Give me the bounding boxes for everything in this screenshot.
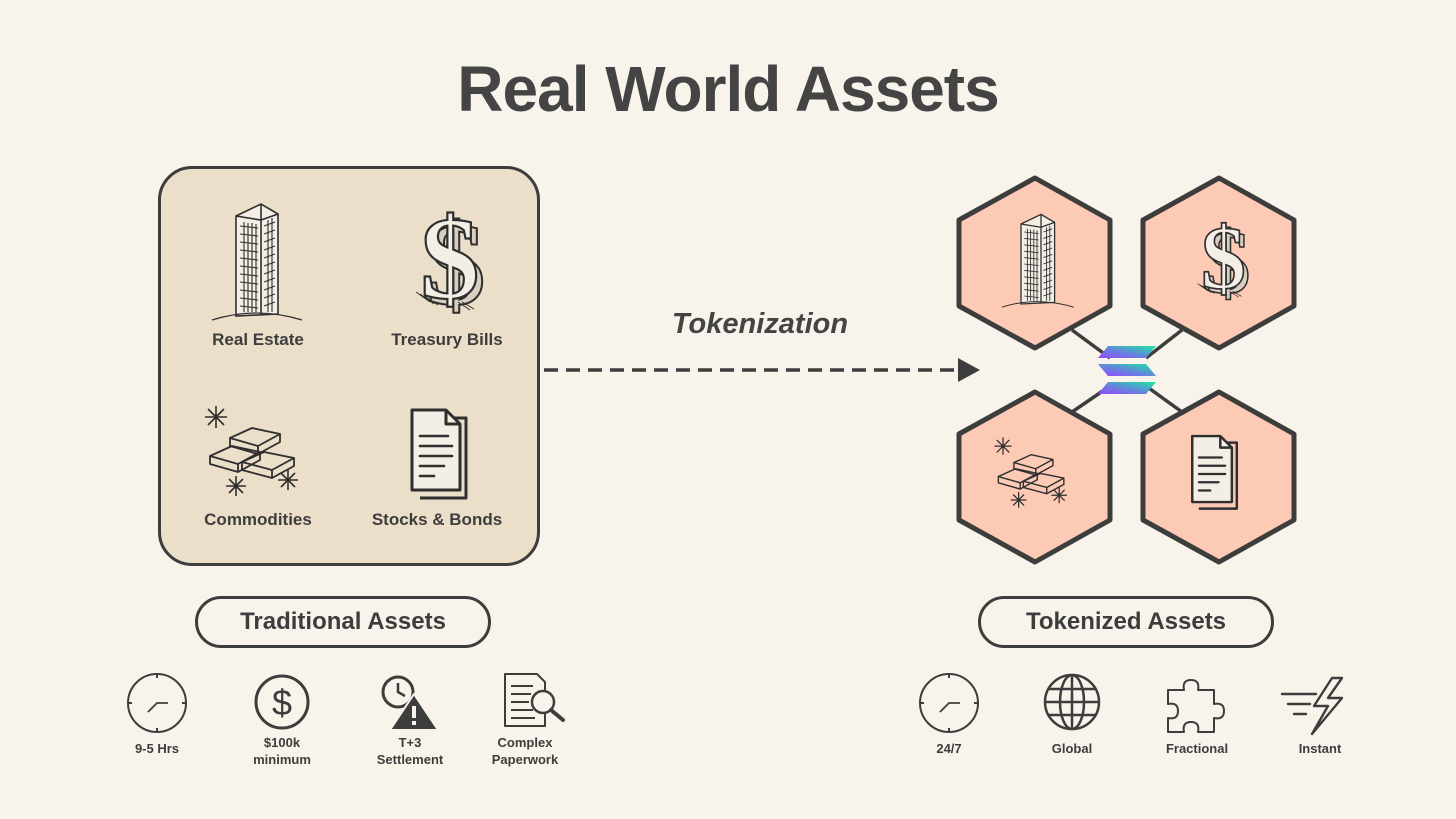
tokenized-assets-pill: Tokenized Assets xyxy=(978,596,1274,648)
gold-bars-icon xyxy=(993,436,1068,509)
hexagon-commodities xyxy=(956,389,1113,565)
dollar-circle-icon: $ xyxy=(254,674,310,730)
gold-bars-icon xyxy=(204,405,299,497)
clock-icon xyxy=(127,673,187,733)
svg-text:$: $ xyxy=(272,682,292,723)
solana-logo-icon xyxy=(1098,346,1156,394)
lightning-icon xyxy=(1280,676,1344,736)
dollar-sign-icon xyxy=(1196,218,1252,302)
asset-label-commodities: Commodities xyxy=(204,510,312,529)
page-title: Real World Assets xyxy=(457,53,999,125)
asset-label-real-estate: Real Estate xyxy=(212,330,304,349)
feature-label-minimum-line1: $100k xyxy=(263,735,301,750)
asset-label-treasury-bills: Treasury Bills xyxy=(391,330,503,349)
feature-label-paperwork-line1: Complex xyxy=(497,735,553,750)
feature-label-paperwork: Complex Paperwork xyxy=(465,734,585,768)
clock-icon xyxy=(919,673,979,733)
paperwork-search-icon xyxy=(504,673,565,727)
building-icon xyxy=(1001,213,1075,308)
tokenization-label: Tokenization xyxy=(671,308,849,340)
feature-label-minimum: $100k minimum xyxy=(222,734,342,768)
feature-label-instant: Instant xyxy=(1298,741,1342,756)
feature-label-minimum-line2: minimum xyxy=(253,752,311,767)
document-icon xyxy=(1190,434,1239,510)
feature-label-settlement: T+3 Settlement xyxy=(350,734,470,768)
feature-label-247: 24/7 xyxy=(936,741,962,756)
feature-label-paperwork-line2: Paperwork xyxy=(491,752,559,767)
puzzle-piece-icon xyxy=(1167,679,1225,733)
tokenization-arrow xyxy=(544,358,980,382)
feature-label-settlement-line1: T+3 xyxy=(398,735,422,750)
building-icon xyxy=(211,203,303,321)
feature-label-fractional: Fractional xyxy=(1165,741,1229,756)
feature-label-global: Global xyxy=(1051,741,1093,756)
feature-label-hours: 9-5 Hrs xyxy=(134,741,180,756)
tokenized-assets-cluster xyxy=(956,175,1297,565)
feature-label-settlement-line2: Settlement xyxy=(376,752,444,767)
document-icon xyxy=(410,408,468,500)
dollar-sign-icon xyxy=(414,206,487,316)
globe-icon xyxy=(1043,673,1101,731)
clock-warning-icon xyxy=(381,675,439,731)
traditional-assets-pill: Traditional Assets xyxy=(195,596,491,648)
asset-label-stocks-bonds: Stocks & Bonds xyxy=(371,510,503,529)
